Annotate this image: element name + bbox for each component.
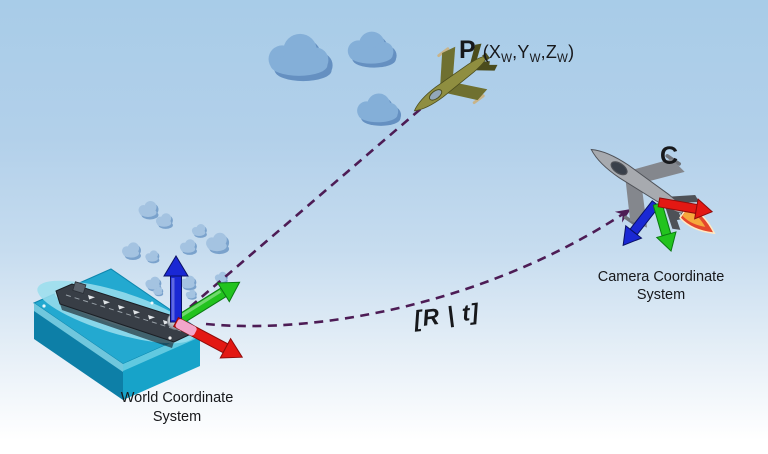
world-axis-y-arrow <box>176 281 241 325</box>
coord-sep: ,Y <box>512 42 530 62</box>
rain-puff-icon <box>155 213 173 229</box>
arrowhead-icon <box>614 209 631 223</box>
carrier-hull-shadow <box>60 304 174 348</box>
world-axis-x-arrow <box>172 316 244 359</box>
dashed-arrow-world-to-camera <box>205 209 631 328</box>
camera-axes <box>622 197 714 252</box>
rain-puff-icon <box>191 224 207 238</box>
rain-puff-icon <box>180 275 197 291</box>
rain-puff-icon <box>121 242 141 260</box>
runway-centerline <box>65 294 182 332</box>
coord-subscript: W <box>501 53 513 65</box>
coord-subscript: W <box>529 53 541 65</box>
rain-puff-icon <box>214 271 228 284</box>
camera-system-line1: Camera Coordinate <box>597 269 725 285</box>
axis-x-pink-highlight <box>175 319 197 336</box>
coord-close: ) <box>568 42 575 62</box>
coord-open: (X <box>482 42 502 62</box>
point-p-label: P (XW,YW,ZW) <box>459 36 574 65</box>
camera-axis-y-arrow <box>652 202 677 252</box>
rain-puff-icon <box>206 232 230 255</box>
clouds <box>268 31 402 126</box>
rain-puff-icon <box>145 250 160 264</box>
deck-aircraft-marks <box>88 295 170 325</box>
camera-c-label: C <box>660 142 679 170</box>
camera-system-line2: System <box>636 287 686 303</box>
coord-sep: ,Z <box>540 42 558 62</box>
rain-puff-icon <box>138 201 159 220</box>
rain-puff-icon <box>185 289 197 300</box>
rain-puff-icon <box>179 239 197 255</box>
camera-axis-x-arrow <box>657 197 714 220</box>
point-p-symbol: P <box>459 36 476 64</box>
cloud-icon <box>357 93 402 126</box>
aircraft-carrier <box>42 281 192 348</box>
water-left-face <box>34 303 123 400</box>
coord-subscript: W <box>557 53 569 65</box>
waterline-highlight <box>34 303 123 372</box>
cloud-icon <box>347 31 397 68</box>
world-axes <box>163 255 244 359</box>
cloud-icon <box>268 33 333 82</box>
world-system-line2: System <box>152 409 202 425</box>
world-system-line1: World Coordinate <box>120 390 234 406</box>
water-front-face <box>123 330 200 400</box>
camera-axis-z-arrow <box>622 200 661 247</box>
world-system-label: World Coordinate System <box>88 389 266 427</box>
world-axis-z-arrow <box>163 255 189 323</box>
camera-system-label: Camera Coordinate System <box>580 268 742 304</box>
point-p-coordinates: (XW,YW,ZW) <box>483 42 575 65</box>
dashed-line-world-to-point <box>189 105 425 308</box>
carrier-island <box>72 281 87 295</box>
